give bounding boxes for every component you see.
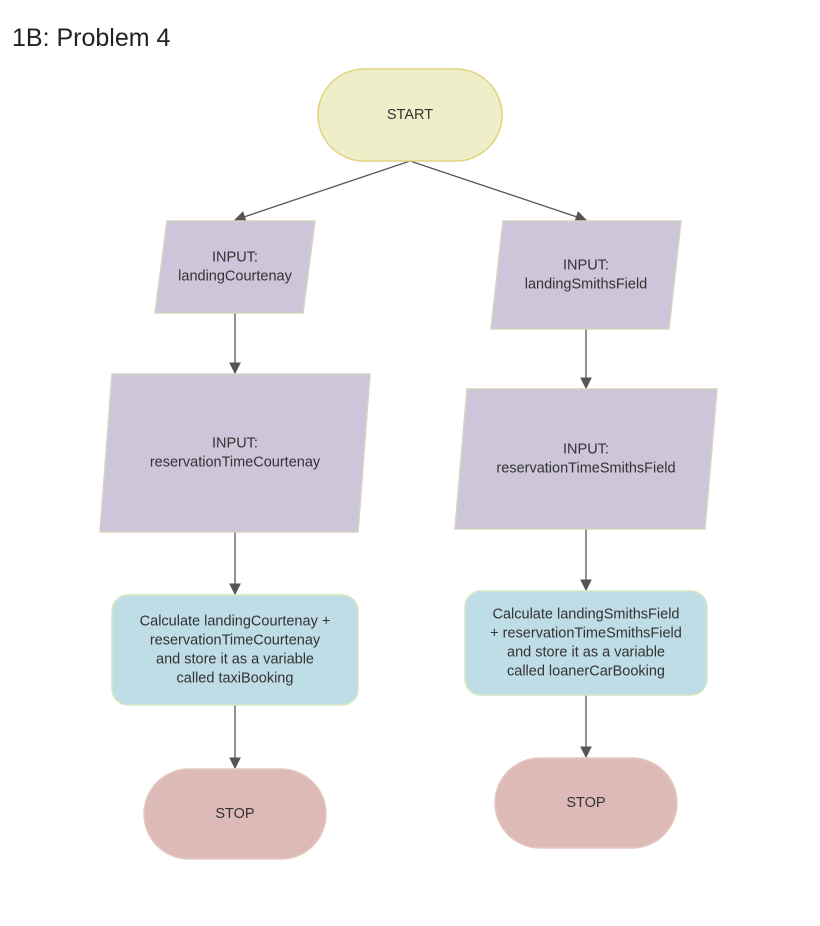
node-label-line: called taxiBooking (177, 670, 294, 686)
node-label-line: + reservationTimeSmithsField (490, 625, 682, 641)
node-right-process: Calculate landingSmithsField + reservatio… (464, 590, 708, 696)
node-label-line: landingCourtenay (178, 268, 292, 284)
node-right-input-1: INPUT: landingSmithsField (490, 220, 682, 330)
node-start: START (317, 68, 503, 162)
node-left-stop: STOP (143, 768, 327, 860)
node-label-line: and store it as a variable (156, 651, 314, 667)
input-parallelogram-shape (490, 220, 682, 330)
start-terminal-shape (317, 68, 503, 162)
node-right-stop: STOP (494, 757, 678, 849)
node-right-input-2: INPUT: reservationTimeSmithsField (454, 388, 718, 530)
stop-terminal-shape (143, 768, 327, 860)
node-label-line: reservationTimeCourtenay (150, 454, 321, 470)
node-label-line: Calculate landingCourtenay + (140, 613, 331, 629)
node-label-line: INPUT: (212, 249, 258, 265)
node-label-line: called loanerCarBooking (507, 663, 665, 679)
node-left-input-1: INPUT: landingCourtenay (154, 220, 316, 314)
connector-arrow (409, 160, 588, 223)
node-left-input-2: INPUT: reservationTimeCourtenay (99, 373, 371, 533)
connector-arrow (233, 160, 411, 223)
node-label-line: INPUT: (563, 257, 609, 273)
node-left-process: Calculate landingCourtenay + reservationT… (111, 594, 359, 706)
input-parallelogram-shape (154, 220, 316, 314)
node-label-line: STOP (566, 795, 605, 811)
process-box-shape (111, 594, 359, 706)
stop-terminal-shape (494, 757, 678, 849)
node-label-line: landingSmithsField (525, 276, 648, 292)
node-label-line: reservationTimeSmithsField (496, 460, 675, 476)
node-label-line: INPUT: (563, 441, 609, 457)
node-label-line: Calculate landingSmithsField (493, 606, 680, 622)
node-label-line: STOP (215, 806, 254, 822)
node-label-line: INPUT: (212, 435, 258, 451)
input-parallelogram-shape (454, 388, 718, 530)
input-parallelogram-shape (99, 373, 371, 533)
process-box-shape (464, 590, 708, 696)
node-label-line: reservationTimeCourtenay (150, 632, 321, 648)
node-label-line: START (387, 107, 433, 123)
page-title: 1B: Problem 4 (12, 24, 171, 52)
node-label-line: and store it as a variable (507, 644, 665, 660)
